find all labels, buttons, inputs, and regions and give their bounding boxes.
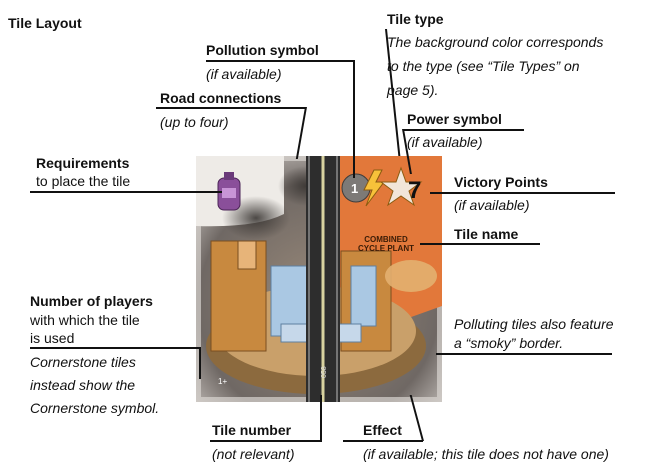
callout-power (404, 129, 524, 131)
road-label: Road connections (160, 90, 282, 106)
tile-name-line-1: COMBINED (364, 235, 408, 244)
requirement-icon (217, 172, 241, 211)
cornerstone-line-1: Cornerstone tiles (30, 354, 136, 370)
requirements-label: Requirements (36, 155, 130, 171)
polluting-line-1: Polluting tiles also feature (454, 316, 614, 332)
pollution-label: Pollution symbol (206, 42, 319, 58)
polluting-line-2: a “smoky” border. (454, 335, 564, 351)
pollution-sub: (if available) (206, 66, 282, 82)
tile-name-label: Tile name (454, 226, 519, 242)
callout-requirements (30, 191, 222, 193)
power-symbol (363, 169, 385, 207)
cornerstone-line-2: instead show the (30, 377, 136, 393)
tile-type-label: Tile type (387, 11, 444, 27)
callout-victory (430, 192, 615, 194)
effect-label: Effect (363, 422, 402, 438)
player-marker: 1+ (218, 377, 227, 386)
power-sub: (if available) (407, 134, 483, 150)
tile-number-label: Tile number (212, 422, 292, 438)
players-line-1: with which the tile (30, 312, 140, 328)
tile-type-desc-2: to the type (see “Tile Types” on (387, 58, 580, 74)
victory-points-badge: 7 (379, 166, 423, 207)
tile-illustration: 1 7 COMBINED CYCLE PLANT 058 1+ (196, 156, 442, 402)
tile-number: 058 (321, 366, 328, 378)
callout-players (30, 347, 200, 349)
power-label: Power symbol (407, 111, 502, 127)
victory-sub: (if available) (454, 197, 530, 213)
callout-tile-number (210, 440, 322, 442)
callout-effect (343, 440, 423, 442)
cornerstone-line-3: Cornerstone symbol. (30, 400, 160, 416)
callout-tile-name (420, 243, 540, 245)
players-line-2: is used (30, 330, 75, 346)
page-title: Tile Layout (8, 15, 82, 31)
tile-type-desc-3: page 5). (387, 82, 439, 98)
players-label: Number of players (30, 293, 153, 309)
victory-label: Victory Points (454, 174, 548, 190)
tile-type-desc-1: The background color corresponds (387, 34, 604, 50)
tile-number-sub: (not relevant) (212, 446, 295, 462)
callout-polluting (436, 353, 612, 355)
svg-text:7: 7 (408, 177, 421, 204)
tile-name-line-2: CYCLE PLANT (358, 244, 414, 253)
callout-pollution (206, 60, 354, 62)
road-sub: (up to four) (160, 114, 229, 130)
requirements-sub: to place the tile (36, 173, 131, 189)
svg-text:1: 1 (351, 181, 358, 196)
callout-road (156, 107, 306, 109)
effect-sub: (if available; this tile does not have o… (363, 446, 609, 462)
